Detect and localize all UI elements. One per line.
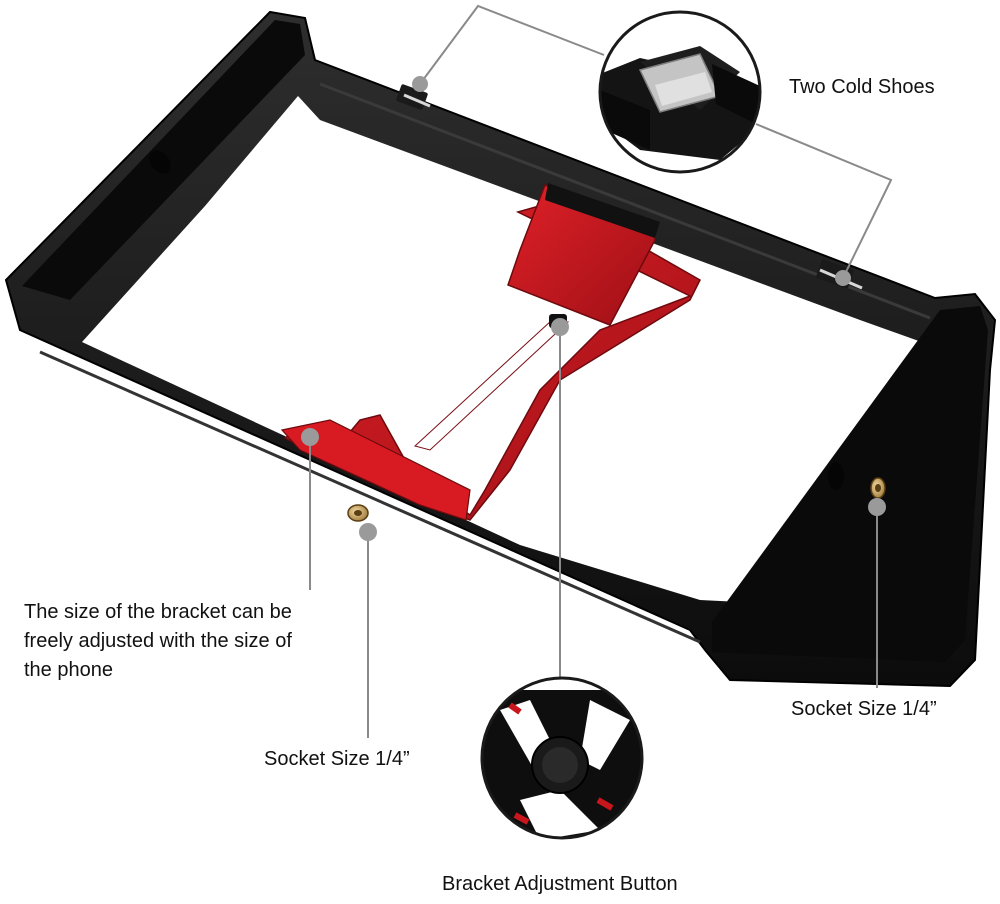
bracket-size-line-2: freely adjusted with the size of bbox=[24, 630, 292, 652]
bracket-size-line-3: the phone bbox=[24, 659, 113, 681]
tripod-sockets bbox=[347, 477, 886, 522]
adjustment-button-zoom-inset bbox=[480, 676, 644, 840]
cold-shoes-label: Two Cold Shoes bbox=[789, 76, 935, 98]
leader-lines bbox=[309, 4, 893, 738]
rig-frame bbox=[4, 10, 997, 688]
bracket-size-label: The size of the bracket can be freely ad… bbox=[24, 598, 354, 685]
socket-size-right-label: Socket Size 1/4” bbox=[791, 698, 937, 720]
leader-dots bbox=[301, 76, 886, 541]
socket-size-left-label: Socket Size 1/4” bbox=[264, 748, 410, 770]
bracket-size-line-1: The size of the bracket can be bbox=[24, 601, 292, 623]
cold-shoe-zoom-inset bbox=[598, 10, 762, 174]
red-bracket bbox=[280, 183, 701, 521]
adjustment-button-label: Bracket Adjustment Button bbox=[442, 873, 678, 895]
